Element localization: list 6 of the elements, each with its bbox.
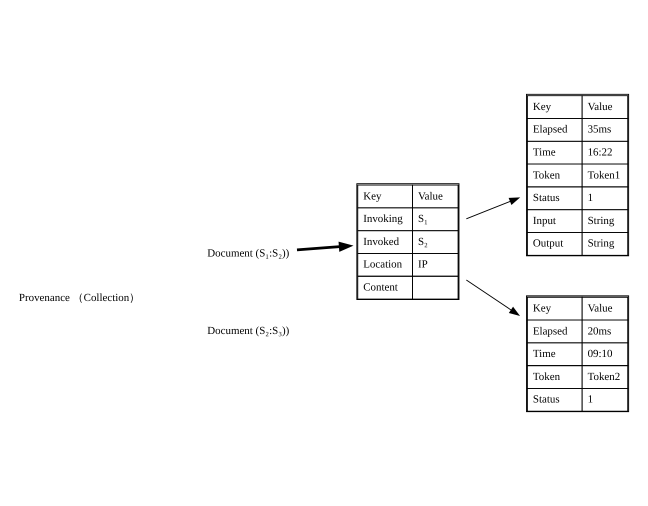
arrow	[296, 242, 354, 252]
arrow	[466, 280, 520, 316]
node-text: Provenance （Collection）	[18, 292, 140, 304]
node-text: Document (S₂:S₃))	[207, 324, 290, 337]
arrow	[466, 197, 520, 220]
node-text: Document (S₁:S₂))	[207, 247, 290, 260]
